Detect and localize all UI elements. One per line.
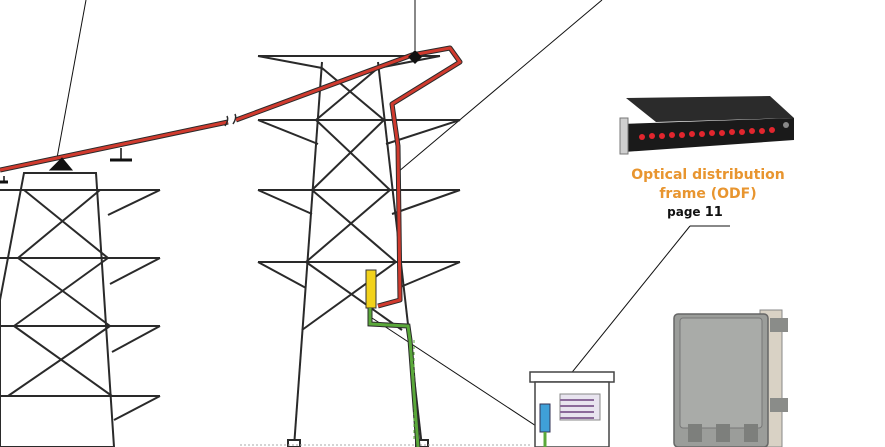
- left-tower-icon: [0, 172, 161, 447]
- callout-leader-lines: [56, 0, 730, 447]
- odf-label-line1: Optical distribution: [631, 167, 785, 183]
- fiber-conduit: [367, 308, 421, 447]
- odf-label-line2: frame (ODF): [659, 186, 757, 202]
- page-prefix: page: [667, 205, 701, 219]
- page-number: 11: [704, 205, 723, 220]
- suspension-clamp-icon: [0, 148, 132, 184]
- ground-cabinet-icon: [529, 371, 615, 447]
- odf-rack-icon: [619, 96, 794, 155]
- joint-box-icon: [408, 50, 422, 64]
- outdoor-enclosure-icon: [673, 309, 788, 447]
- center-tower-icon: [257, 55, 461, 447]
- odf-page-reference: page 11: [655, 205, 735, 220]
- odf-label: Optical distribution frame (ODF): [628, 166, 788, 204]
- splice-box-icon: [365, 269, 377, 309]
